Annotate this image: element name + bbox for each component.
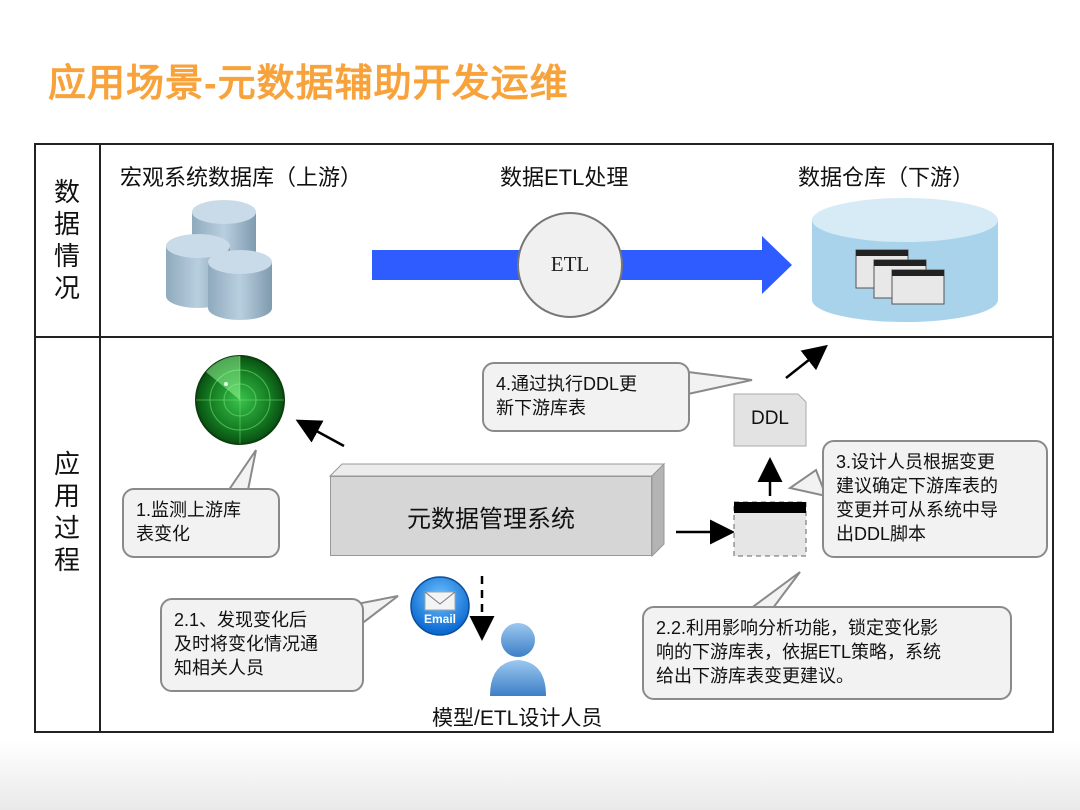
- email-text: Email: [423, 612, 456, 626]
- database-cylinders-icon: [166, 200, 272, 320]
- etl-circle: [517, 212, 623, 318]
- ddl-document-icon: [733, 393, 807, 447]
- row-divider: [34, 336, 1054, 338]
- etl-label: 数据ETL处理: [500, 165, 629, 190]
- column-divider: [99, 143, 101, 733]
- bubble-2-2-impact-analysis: 2.2.利用影响分析功能，锁定变化影 响的下游库表，依据ETL策略，系统 给出下…: [642, 606, 1012, 700]
- data-warehouse-icon: [812, 198, 998, 322]
- radar-icon: [195, 355, 285, 445]
- bubble-1-monitor: 1.监测上游库 表变化: [122, 488, 280, 558]
- changed-table-icon: [733, 501, 807, 557]
- bubble-3-designer: 3.设计人员根据变更 建议确定下游库表的 变更并可从系统中导 出DDL脚本: [822, 440, 1048, 558]
- etl-circle-text: ETL: [550, 252, 590, 276]
- downstream-label: 数据仓库（下游）: [798, 165, 975, 190]
- system-box-3d: [328, 462, 666, 558]
- person-label: 模型/ETL设计人员: [432, 707, 603, 730]
- footer-background: [0, 740, 1080, 810]
- upstream-label: 宏观系统数据库（上游）: [120, 165, 363, 190]
- row-label-data-situation: 数 据 情 况: [53, 177, 80, 303]
- bubble4-tail: [687, 370, 753, 396]
- metadata-management-system: 元数据管理系统: [330, 476, 652, 556]
- ddl-document-text: DDL: [750, 408, 789, 429]
- bubble-4-execute-ddl: 4.通过执行DDL更 新下游库表: [482, 362, 690, 432]
- arrow-to-radar: [295, 419, 345, 448]
- bubble-2-1-notify: 2.1、发现变化后 及时将变化情况通 知相关人员: [160, 598, 364, 692]
- email-icon: [410, 576, 470, 636]
- diagram-frame: [34, 143, 1054, 733]
- row-label-application-process: 应 用 过 程: [53, 449, 80, 575]
- bubble3-tail: [787, 468, 828, 498]
- arrow-to-warehouse: [785, 344, 828, 379]
- person-icon: [490, 623, 546, 696]
- page-title: 应用场景-元数据辅助开发运维: [48, 63, 569, 105]
